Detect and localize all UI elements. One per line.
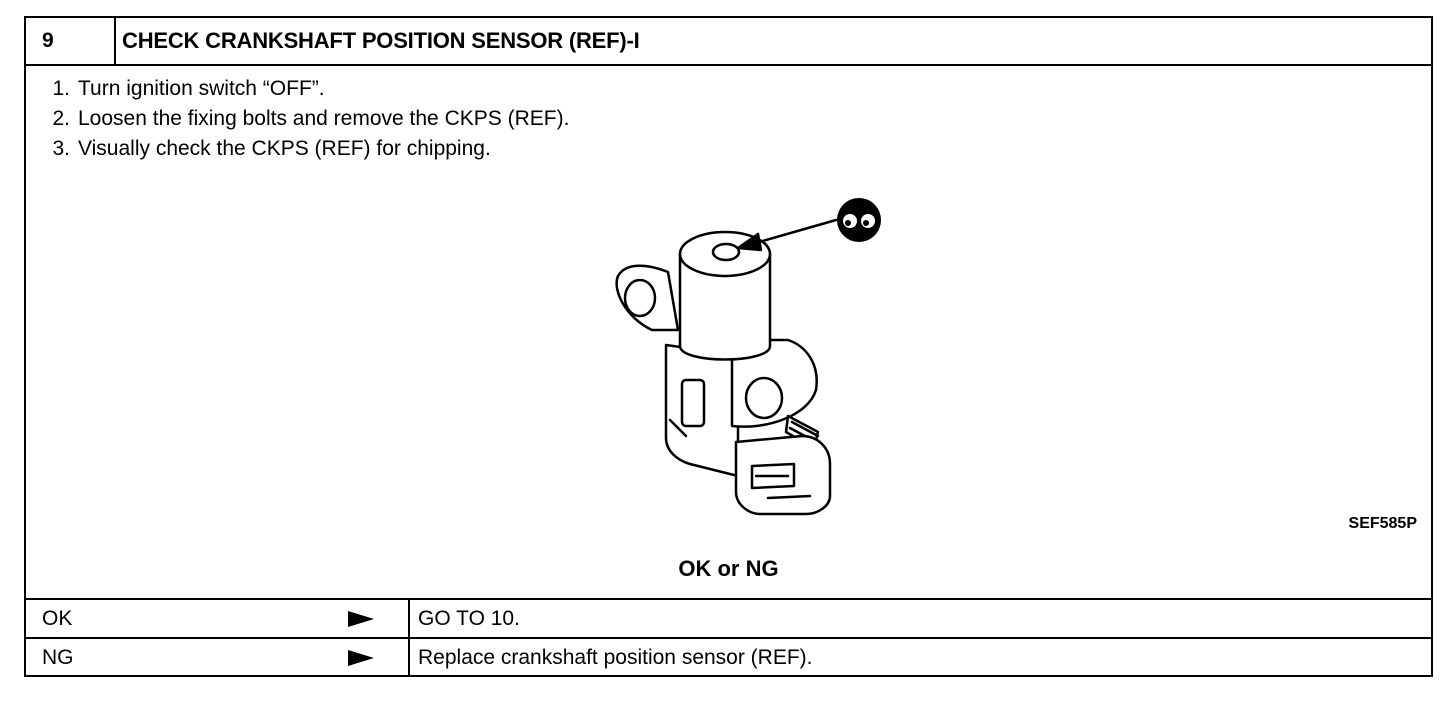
step-number: 9	[26, 18, 116, 64]
mounting-ear-right	[730, 338, 818, 428]
header-row: 9 CHECK CRANKSHAFT POSITION SENSOR (REF)…	[26, 18, 1431, 66]
list-item: 2. Loosen the fixing bolts and remove the…	[26, 104, 569, 134]
sensor-connector	[734, 414, 832, 516]
sensor-illustration	[615, 198, 881, 516]
ok-or-ng-heading: OK or NG	[678, 556, 779, 581]
instruction-list: 1. Turn ignition switch “OFF”. 2. Loosen t…	[26, 74, 569, 164]
step-text: Turn ignition switch “OFF”.	[78, 77, 325, 100]
list-item: 3. Visually check the CKPS (REF) for chip…	[26, 134, 569, 164]
result-label: NG	[42, 646, 74, 669]
pointer-arrow	[736, 218, 838, 252]
result-action: GO TO 10.	[408, 600, 520, 637]
step-index: 1.	[52, 77, 70, 100]
sensor-body	[664, 343, 740, 478]
sensor-cylinder	[678, 230, 772, 361]
step-index: 3.	[52, 137, 70, 160]
inspect-eyes-icon	[837, 198, 881, 242]
step-index: 2.	[52, 107, 70, 130]
result-label: OK	[42, 607, 73, 630]
arrow-right-icon	[348, 650, 374, 666]
list-item: 1. Turn ignition switch “OFF”.	[26, 74, 569, 104]
step-text: Visually check the CKPS (REF) for chippi…	[78, 137, 491, 160]
step-title: CHECK CRANKSHAFT POSITION SENSOR (REF)-I	[122, 28, 640, 53]
arrow-right-icon	[348, 611, 374, 627]
step-text: Loosen the fixing bolts and remove the C…	[78, 107, 570, 130]
result-row-ok: OK GO TO 10.	[26, 598, 1431, 637]
result-action: Replace crankshaft position sensor (REF)…	[408, 639, 813, 676]
procedure-table: 9 CHECK CRANKSHAFT POSITION SENSOR (REF)…	[24, 16, 1433, 677]
figure-code: SEF585P	[1348, 515, 1417, 532]
result-row-ng: NG Replace crankshaft position sensor (R…	[26, 637, 1431, 676]
mounting-ear-left	[615, 264, 680, 332]
